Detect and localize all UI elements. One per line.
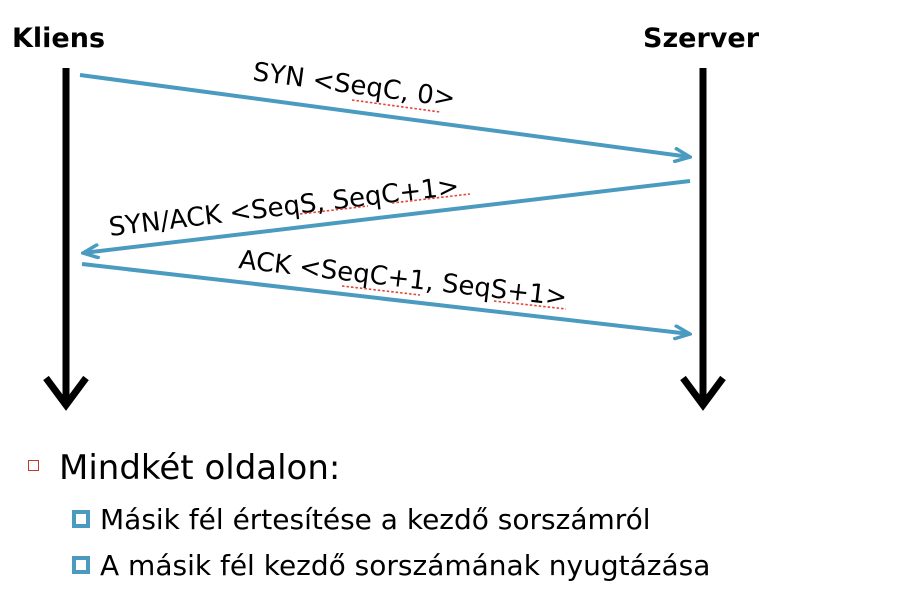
message-ack: ACK <SeqC+1, SeqS+1> [81, 245, 690, 334]
bullet-heading-row: Mindkét oldalon: [28, 440, 908, 496]
spellcheck-underline [493, 300, 567, 310]
syn-ack-label: SYN/ACK <SeqS, SeqC+1> [107, 171, 461, 243]
handshake-diagram: Kliens Szerver SYN <SeqC, 0> SYN/ACK <Se… [12, 23, 760, 411]
ack-arrow [81, 262, 690, 334]
message-syn-ack: SYN/ACK <SeqS, SeqC+1> [83, 171, 691, 253]
syn-ack-arrow [83, 179, 691, 253]
bullet-item-text: Másik fél értesítése a kezdő sorszámról [100, 502, 651, 536]
message-syn: SYN <SeqC, 0> [79, 57, 690, 157]
client-lifeline [43, 68, 89, 411]
bullet-item: Másik fél értesítése a kezdő sorszámról [72, 496, 908, 542]
spellcheck-underline [341, 285, 421, 296]
spellcheck-underline [299, 205, 369, 215]
square-bullet-icon [72, 556, 90, 574]
square-bullet-icon [72, 510, 90, 528]
client-label: Kliens [12, 23, 105, 54]
bullet-item-text: A másik fél kezdő sorszámának nyugtázása [100, 548, 711, 582]
bullet-item: A másik fél kezdő sorszámának nyugtázása [72, 542, 908, 588]
spellcheck-underline [351, 99, 441, 113]
bullet-list: Mindkét oldalon: Másik fél értesítése a … [28, 440, 908, 588]
syn-label: SYN <SeqC, 0> [251, 57, 457, 114]
hollow-square-bullet-icon [28, 459, 39, 471]
syn-arrow [79, 73, 690, 157]
server-label: Szerver [643, 23, 760, 54]
bullet-heading: Mindkét oldalon: [59, 448, 341, 488]
server-lifeline [680, 68, 726, 411]
spellcheck-underline [391, 193, 471, 204]
